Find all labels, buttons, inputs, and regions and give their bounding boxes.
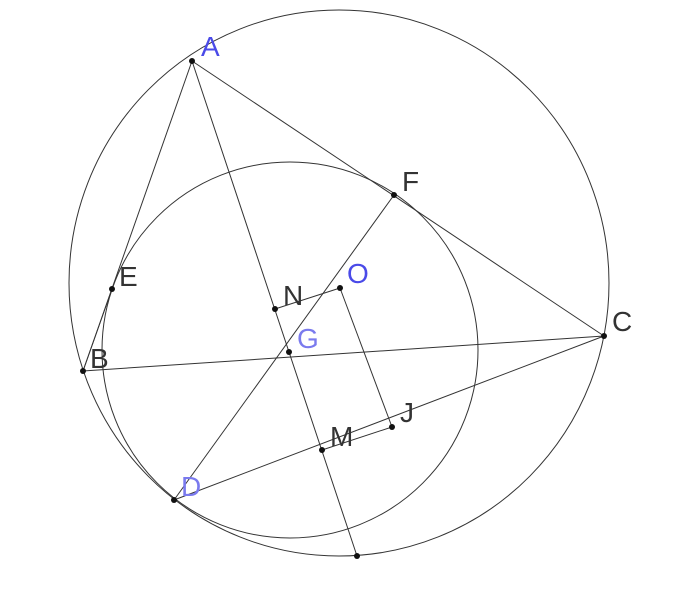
inner-circle — [101, 161, 479, 539]
label-d: D — [181, 471, 201, 502]
label-a: A — [201, 31, 220, 62]
segment-mj — [321, 426, 393, 451]
segment-df — [173, 194, 395, 501]
label-f: F — [402, 166, 419, 197]
circumcircle — [68, 9, 610, 557]
point-d[interactable] — [171, 497, 177, 503]
segment-no — [274, 287, 341, 310]
point-a[interactable] — [189, 58, 195, 64]
label-j: J — [400, 397, 414, 428]
label-g: G — [297, 323, 319, 354]
label-n: N — [283, 280, 303, 311]
label-c: C — [612, 306, 632, 337]
point-j[interactable] — [389, 424, 395, 430]
point-o[interactable] — [337, 285, 343, 291]
point-n[interactable] — [272, 306, 278, 312]
segment-be — [82, 288, 113, 372]
point-e[interactable] — [109, 286, 115, 292]
label-b: B — [90, 343, 109, 374]
labels: A B C D E F G J M N O — [90, 31, 632, 502]
point-bottom[interactable] — [354, 553, 360, 559]
segment-oj — [339, 287, 393, 428]
label-e: E — [119, 261, 138, 292]
label-m: M — [330, 421, 353, 452]
label-o: O — [347, 258, 369, 289]
segment-bc — [82, 335, 605, 372]
points — [80, 58, 607, 559]
segment-ac — [191, 60, 605, 337]
point-b[interactable] — [80, 368, 86, 374]
point-m[interactable] — [319, 447, 325, 453]
point-c[interactable] — [601, 333, 607, 339]
point-g[interactable] — [286, 349, 292, 355]
point-f[interactable] — [391, 192, 397, 198]
